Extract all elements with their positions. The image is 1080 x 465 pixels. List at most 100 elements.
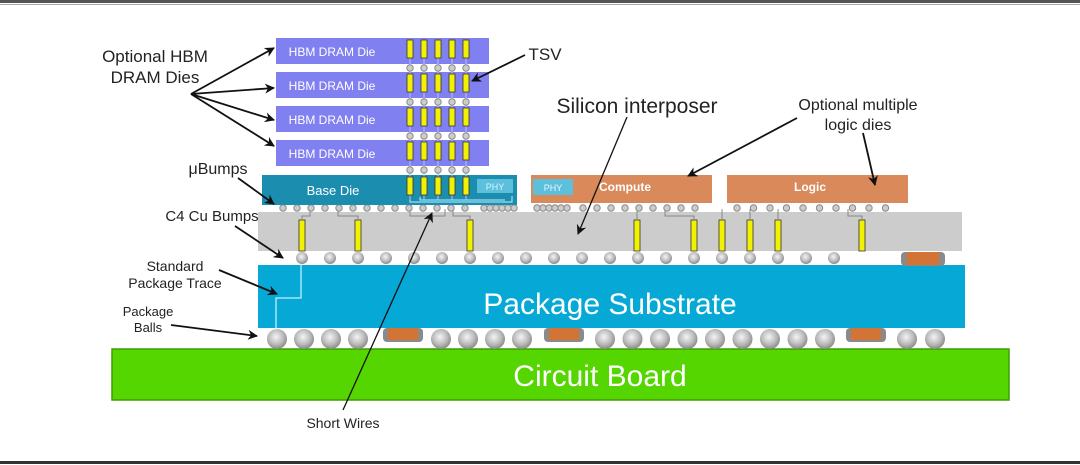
annotation-arrows xyxy=(170,47,878,411)
hbm-tsv xyxy=(448,107,456,127)
interposer-tsv xyxy=(858,219,866,252)
interposer-tsv xyxy=(633,219,641,252)
hbm-microbump xyxy=(448,132,456,140)
interposer-tsv xyxy=(690,219,698,252)
hbm-tsv xyxy=(448,176,456,196)
hbm-dram-die: HBM DRAM Die xyxy=(276,72,489,98)
compute-die-label: Compute xyxy=(599,180,651,194)
hbm-tsv xyxy=(434,39,442,59)
compute-phy-label: PHY xyxy=(544,183,563,193)
hbm-tsv xyxy=(434,176,442,196)
hbm-microbump xyxy=(434,98,442,106)
short-wire xyxy=(452,209,471,220)
microbump xyxy=(663,204,671,212)
hbm-microbump xyxy=(406,132,414,140)
label-optional-hbm: Optional HBM xyxy=(102,47,208,66)
microbump xyxy=(480,204,488,212)
hbm-dram-stack: HBM DRAM Die HBM DRAM Die HBM DRAM Die H… xyxy=(276,38,489,166)
substrate-capacitor xyxy=(901,252,945,266)
hbm-microbump xyxy=(448,166,456,174)
c4-bump xyxy=(352,252,364,264)
hbm-tsv-columns xyxy=(406,39,470,200)
logic-die-label: Logic xyxy=(794,180,826,194)
arrow-short-wires xyxy=(342,212,433,411)
arrow-package-balls xyxy=(170,324,258,340)
package-ball xyxy=(732,329,753,349)
microbump xyxy=(691,204,699,212)
base-die-phy-label: PHY xyxy=(486,182,505,192)
package-ball xyxy=(622,329,643,349)
hbm-tsv xyxy=(420,141,428,161)
microbump xyxy=(551,204,559,212)
c4-bump xyxy=(828,252,840,264)
package-ball xyxy=(650,329,670,349)
microbump xyxy=(335,204,343,212)
svg-text:HBM DRAM Die: HBM DRAM Die xyxy=(289,79,376,93)
hbm-microbump xyxy=(434,64,442,72)
hbm-tsv xyxy=(448,141,456,161)
interposer-tsv xyxy=(298,219,306,252)
label-balls: Balls xyxy=(134,320,163,335)
microbump xyxy=(677,204,685,212)
microbump xyxy=(545,204,553,212)
package-ball xyxy=(485,329,505,349)
hbm-microbump xyxy=(406,98,414,106)
package-substrate-body xyxy=(258,265,965,328)
interposer-tsv xyxy=(718,219,726,252)
hbm-tsv xyxy=(406,141,414,161)
microbump xyxy=(510,204,518,212)
microbump xyxy=(391,204,399,212)
package-ball xyxy=(294,329,314,349)
hbm-tsv xyxy=(462,73,470,93)
package-ball xyxy=(431,329,451,349)
hbm-microbump xyxy=(462,64,470,72)
label-silicon-interposer: Silicon interposer xyxy=(556,95,717,118)
microbump xyxy=(405,204,413,212)
hbm-dram-die: HBM DRAM Die xyxy=(276,106,489,132)
c4-bump xyxy=(464,252,476,264)
hbm-microbump xyxy=(406,64,414,72)
c4-bump xyxy=(296,252,308,264)
logic-die: Logic xyxy=(727,175,908,203)
arrow-hbm-4 xyxy=(190,93,275,147)
label-c4-cu-bumps: C4 Cu Bumps xyxy=(165,208,258,225)
label-short-wires: Short Wires xyxy=(306,415,379,431)
microbump xyxy=(799,204,807,212)
microbump xyxy=(607,204,615,212)
hbm-tsv xyxy=(448,39,456,59)
microbump xyxy=(881,204,890,212)
c4-bump xyxy=(800,252,812,264)
arrow-logic-die xyxy=(862,132,878,186)
label-logic-dies: logic dies xyxy=(825,117,892,134)
c4-bump xyxy=(716,252,728,264)
c4-bump xyxy=(492,252,504,264)
compute-die: PHY Compute xyxy=(531,175,712,203)
c4-bump xyxy=(772,252,784,264)
hbm-dram-die: HBM DRAM Die xyxy=(276,38,489,64)
interposer-tsv xyxy=(466,219,474,252)
label-dram-dies: DRAM Dies xyxy=(111,68,200,87)
hbm-microbump xyxy=(420,64,428,72)
microbump xyxy=(363,204,371,212)
microbump xyxy=(563,204,571,212)
interposer-tsv xyxy=(746,219,754,252)
microbump xyxy=(433,204,441,212)
standard-package-trace xyxy=(275,258,302,330)
microbump xyxy=(733,204,741,212)
hbm-tsv xyxy=(462,107,470,127)
hbm-tsv xyxy=(434,73,442,93)
silicon-interposer xyxy=(258,212,962,251)
hbm-tsv xyxy=(406,73,414,93)
package-ball xyxy=(677,329,698,349)
microbump xyxy=(377,204,385,212)
package-ball xyxy=(595,329,615,349)
hbm-tsv xyxy=(420,107,428,127)
package-ball xyxy=(925,329,945,349)
microbump xyxy=(635,204,643,212)
microbump xyxy=(579,204,587,212)
c4-bumps-row xyxy=(296,252,840,264)
arrow-package-trace xyxy=(218,269,278,296)
hbm-microbump xyxy=(406,166,414,174)
base-die-phy xyxy=(477,179,513,193)
arrow-compute-die xyxy=(687,117,798,177)
